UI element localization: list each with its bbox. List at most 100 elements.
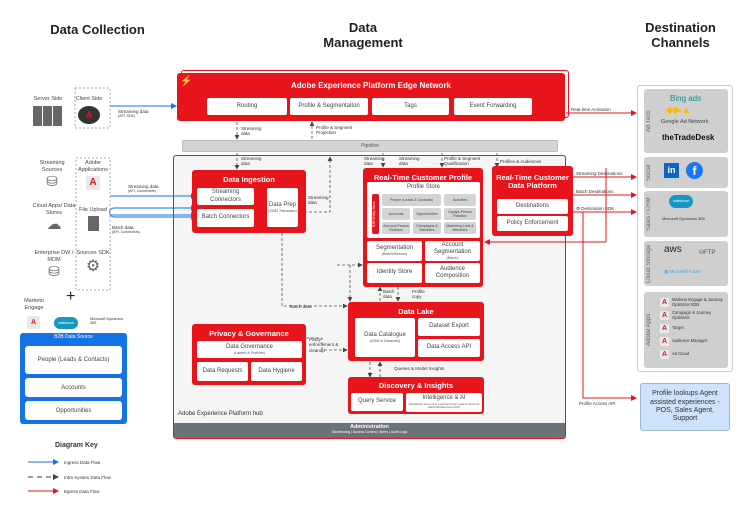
data-hygiene[interactable]: Data Hygiene <box>251 362 302 381</box>
streaming-sources: Streaming Sources⛁ <box>34 160 70 190</box>
real-time-customer-profile: Real-Time Customer Profile Profile Store… <box>363 168 483 287</box>
policy-enforcement[interactable]: Policy Enforcement <box>497 216 568 231</box>
azure-logo: ▦ Microsoft Azure <box>664 269 701 274</box>
file-upload: File Upload <box>76 207 110 233</box>
cloud-apps: Cloud Apps/ Data Stores☁ <box>32 203 76 234</box>
entity-opportunities: Opportunities <box>413 208 441 220</box>
flow-label: Batch data <box>383 289 395 300</box>
flow-label: Streaming data <box>241 126 262 137</box>
edge-bolt-icon: ⚡ <box>180 76 193 87</box>
flow-label: Streaming data <box>364 156 385 167</box>
diagram-key-title: Diagram Key <box>55 442 98 449</box>
streaming-connectors[interactable]: Streaming Connectors <box>197 188 254 205</box>
adobe-icon: A <box>660 324 669 333</box>
query-service[interactable]: Query Service <box>351 393 403 411</box>
salesforce-logo: salesforce <box>669 195 693 208</box>
key-intra: Intra System Data Flow <box>64 475 111 480</box>
data-prep[interactable]: Data Prep(XDM Translator) <box>267 188 298 227</box>
heading-destination-channels: Destination Channels <box>645 20 716 50</box>
server-side: Server Side <box>30 96 66 126</box>
flow-label: ⚙ Destination SDK <box>576 206 615 211</box>
marketo-engage: Marketo Engage <box>24 298 44 311</box>
heading-data-management: Data Management <box>323 20 403 50</box>
destination-panel: Ad Tech Bing ads ◆▶▲ Google Ad Network t… <box>637 85 733 372</box>
client-sdk-icon: A <box>78 105 100 124</box>
ftp-logo: ⛁FTP <box>699 250 716 256</box>
google-ad-network-logo: Google Ad Network <box>661 119 709 125</box>
discovery-insights: Discovery & Insights Query Service Intel… <box>348 377 484 414</box>
category-label: Cloud Storage <box>646 244 652 283</box>
category-label: Social <box>646 164 652 181</box>
entity-accounts: Accounts <box>382 208 410 220</box>
flow-label: Profile & Segment Qualification <box>444 156 481 167</box>
data-access-api[interactable]: Data Access API <box>418 339 480 357</box>
dynamics-logo: Microsoft Dynamics 365 <box>90 317 124 325</box>
profile-lookups: Profile lookups Agent assisted experienc… <box>640 383 730 431</box>
entity-marketing-lists: Marketing Lists & Members <box>444 222 476 234</box>
edge-tags-button[interactable]: Tags <box>372 98 449 115</box>
category-ad-tech: Ad Tech Bing ads ◆▶▲ Google Ad Network t… <box>644 89 728 153</box>
edge-routing-button[interactable]: Routing <box>207 98 287 115</box>
edge-profile-seg-button[interactable]: Profile & Segmentaiton <box>290 98 368 115</box>
flow-label: Streaming data(API, SDK) <box>118 109 149 119</box>
entity-people: People (Leads & Contacts) <box>382 194 441 206</box>
aws-logo: aws <box>664 244 682 255</box>
flow-label: Batch data(API, Connectors) <box>112 225 140 235</box>
google-logos-icon: ◆▶▲ <box>666 105 692 116</box>
dataset-export[interactable]: Dataset Export <box>418 318 480 336</box>
intelligence-ai[interactable]: Intelligence & AI(Predictive Account & L… <box>406 393 482 412</box>
real-time-cdp: Real-Time Customer Data Platform Destina… <box>492 166 573 236</box>
tradedesk-logo: theTradeDesk <box>662 133 715 142</box>
data-governance[interactable]: Data Governance(Labels & Policies) <box>197 341 302 358</box>
flow-label: Profiles & Audiences <box>500 159 542 164</box>
edge-event-forwarding-button[interactable]: Event Forwarding <box>454 98 532 115</box>
gear-icon: ⚙ <box>85 257 101 275</box>
category-social: Social in f <box>644 157 728 188</box>
rtcdp-title: Real-Time Customer Data Platform <box>496 172 569 190</box>
category-sales-crm: Sales / CRM salesforce Microsoft Dynamic… <box>644 191 728 237</box>
privacy-governance: Privacy & Governance Data Governance(Lab… <box>192 324 306 385</box>
segmentation[interactable]: Segmentation(Batch/Stream) <box>367 241 422 261</box>
database-bolt-icon: ⛁ <box>46 173 58 190</box>
adobe-icon: A <box>660 337 669 346</box>
administration: Administration Sandboxing | Access Contr… <box>174 423 565 438</box>
flow-label: Real-time Activation <box>571 107 611 112</box>
flow-label: Streaming Destinations <box>576 171 623 176</box>
cloud-gear-icon: ☁ <box>46 216 62 234</box>
dynamics-logo: Microsoft Dynamics 365 <box>662 216 705 221</box>
entity-activities: Activities <box>444 194 476 206</box>
data-requests[interactable]: Data Requests <box>197 362 248 381</box>
flow-label: Queries & Model Insights <box>394 366 445 371</box>
category-label: Sales / CRM <box>646 197 652 231</box>
adobe-icon: A <box>86 176 100 191</box>
data-lake: Data Lake Data Catalogue(XDM & Datasets)… <box>348 302 484 361</box>
batch-connectors[interactable]: Batch Connectors <box>197 209 254 227</box>
flow-label: Streaming data(API, Connectors) <box>128 184 159 194</box>
b2b-data-source: B2B Data Source People (Leads & Contacts… <box>20 333 127 424</box>
salesforce-logo: salesforce <box>54 317 78 329</box>
edge-network: Adobe Experience Platform Edge Network ⚡… <box>177 73 565 121</box>
identity-store[interactable]: Identity Store <box>367 263 422 283</box>
bing-ads-logo: Bing ads <box>670 94 702 103</box>
data-catalogue[interactable]: Data Catalogue(XDM & Datasets) <box>355 318 415 357</box>
b2b-opportunities: Opportunities <box>25 401 122 420</box>
adobe-icon: A <box>660 311 669 320</box>
adobe-icon: A <box>660 298 669 307</box>
destinations[interactable]: Destinations <box>497 199 568 214</box>
server-icon <box>33 105 63 126</box>
enterprise-dw: Enterprise DW / MDM⛁ <box>34 250 74 280</box>
flow-label: Profile copy <box>412 289 425 300</box>
linkedin-icon: in <box>664 163 679 178</box>
b2b-title: B2B Data Source <box>54 334 93 340</box>
flow-label: Profile Access API <box>579 401 616 406</box>
audience-composition[interactable]: Audience Composition <box>425 263 480 283</box>
account-segmentation[interactable]: Account Segmentation(Batch) <box>425 241 480 261</box>
b2b-entity-store: B2B Entity Store <box>372 194 379 234</box>
